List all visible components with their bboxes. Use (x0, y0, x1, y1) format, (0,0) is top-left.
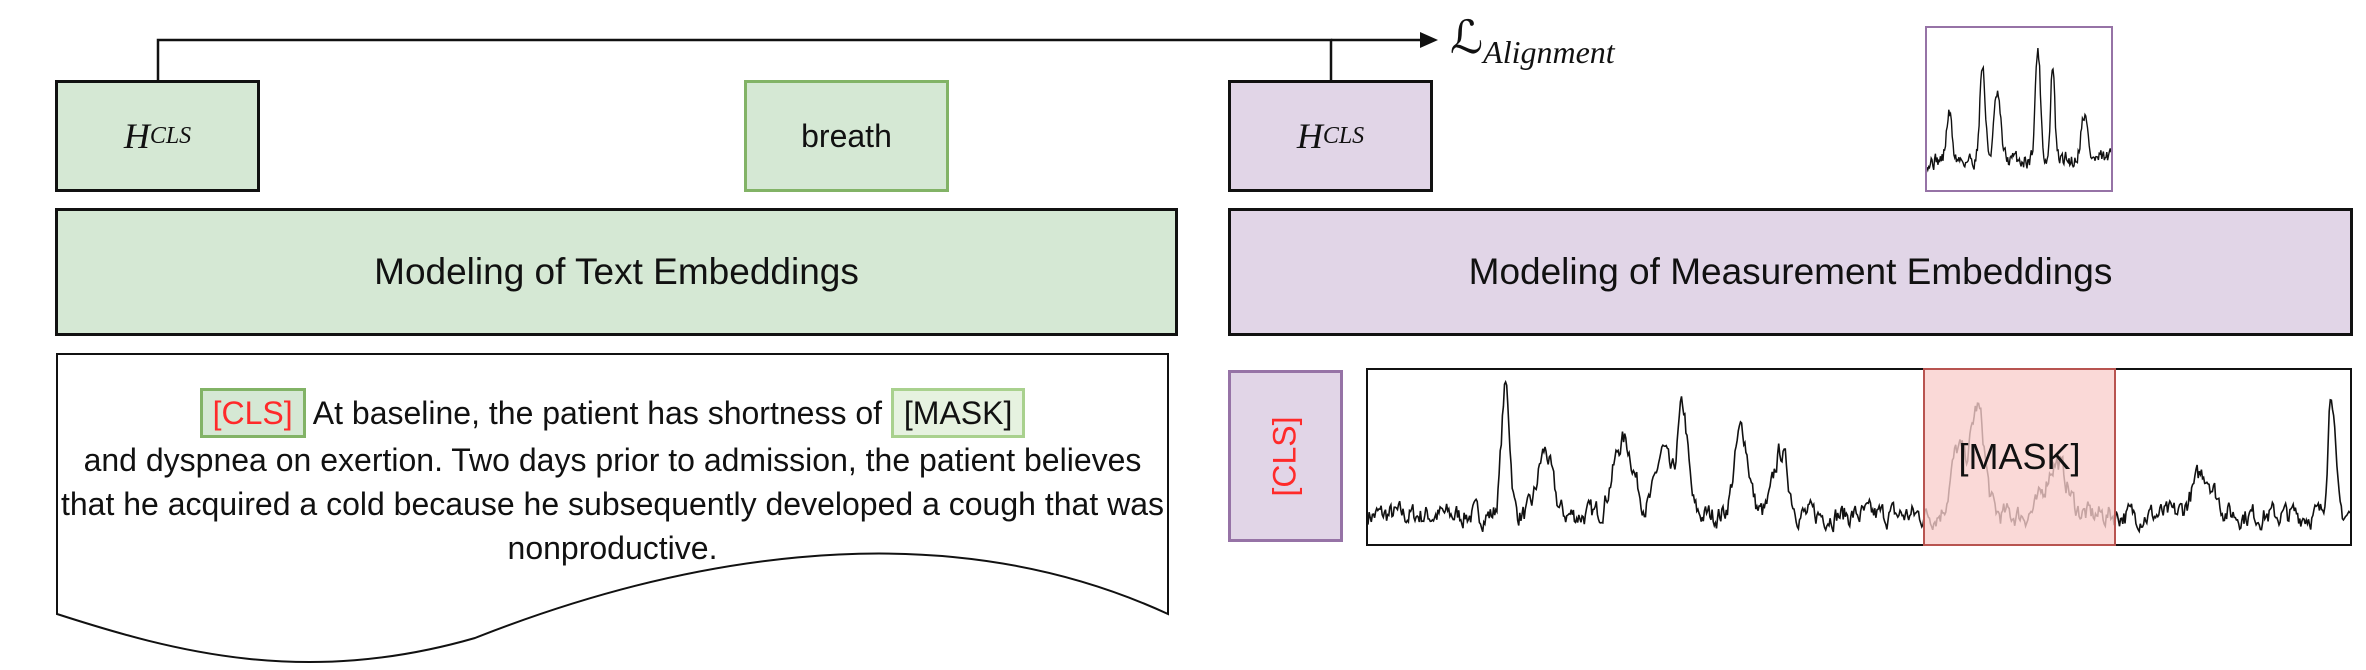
measurement-model-label: Modeling of Measurement Embeddings (1468, 251, 2113, 292)
measurement-cls-token: [CLS] (1267, 415, 1303, 497)
measurement-hcls-subscript: CLS (1322, 122, 1365, 149)
measurement-cls-box: [CLS] (1228, 370, 1343, 542)
measurement-embedding-model: Modeling of Measurement Embeddings (1228, 208, 2353, 336)
text-embedding-model: Modeling of Text Embeddings (55, 208, 1178, 336)
measurement-mask-region: [MASK] (1923, 368, 2116, 546)
loss-symbol: ℒ (1450, 12, 1484, 63)
reconstructed-signal-box (1925, 26, 2113, 192)
waveform-trace (1926, 47, 2112, 173)
text-after-mask: and dyspnea on exertion. Two days prior … (60, 442, 1164, 566)
waveform-icon (1367, 379, 2351, 534)
waveform-trace (1367, 379, 2351, 534)
predicted-token: breath (801, 117, 892, 154)
measurement-hcls-base: H (1296, 116, 1323, 156)
predicted-token-box: breath (744, 80, 949, 192)
text-before-mask: At baseline, the patient has shortness o… (305, 395, 891, 431)
measurement-mask-token: [MASK] (1958, 436, 2081, 477)
text-model-label: Modeling of Text Embeddings (374, 251, 859, 292)
alignment-line (156, 38, 1333, 80)
text-mask-token: [MASK] (890, 388, 1026, 438)
document-shape-icon (56, 353, 1169, 663)
text-hcls-base: H (123, 116, 150, 156)
alignment-arrowhead (1420, 32, 1438, 48)
loss-label: ℒAlignment (1450, 10, 1615, 71)
text-hcls-subscript: CLS (149, 122, 192, 149)
waveform-thumbnail-icon (1926, 47, 2112, 173)
measurement-signal-box (1366, 368, 2352, 546)
clinical-text-passage: [CLS] At baseline, the patient has short… (60, 388, 1165, 570)
text-cls-token: [CLS] (199, 388, 306, 438)
loss-subscript: Alignment (1483, 34, 1615, 70)
